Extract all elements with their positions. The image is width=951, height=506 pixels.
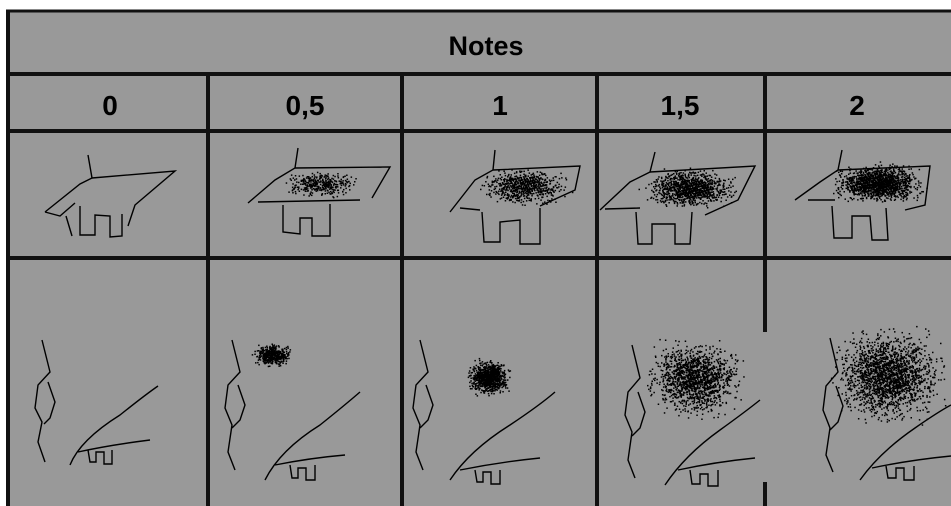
score-label-1-5: 1,5 xyxy=(661,90,700,121)
header-title: Notes xyxy=(448,31,523,61)
score-label-0: 0 xyxy=(102,90,118,121)
score-label-1: 1 xyxy=(492,90,508,121)
score-label-0-5: 0,5 xyxy=(286,90,325,121)
score-label-2: 2 xyxy=(849,90,865,121)
